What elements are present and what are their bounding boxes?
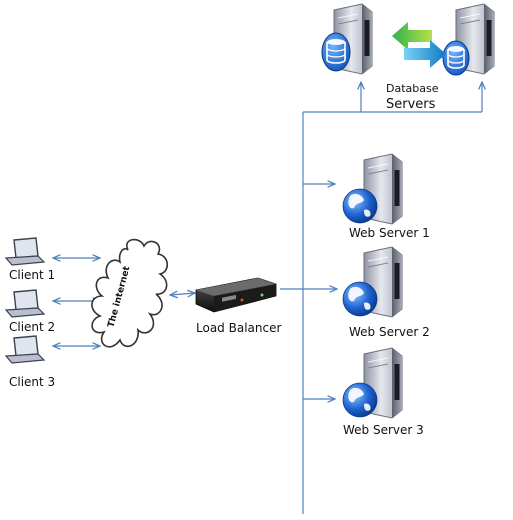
cloud-icon (91, 238, 169, 348)
sync-arrows-icon (392, 22, 446, 68)
client-3-label: Client 3 (9, 375, 56, 389)
internet-lb-connector (170, 293, 195, 295)
client-2-label: Client 2 (9, 320, 56, 334)
database-server-icon (321, 3, 373, 75)
laptop-icon (4, 335, 46, 364)
connectors (53, 82, 482, 514)
client-1-label: Client 1 (9, 268, 56, 282)
web-server-2-label: Web Server 2 (349, 325, 430, 339)
web-server-2-icon (342, 246, 403, 318)
laptop-icon (4, 237, 46, 266)
web-server-3-icon (342, 347, 403, 419)
web-server-1-icon (342, 153, 403, 225)
web-server-3-label: Web Server 3 (343, 423, 424, 437)
load-balancer-label: Load Balancer (196, 321, 282, 335)
database-label-line2: Servers (386, 97, 436, 112)
database-label-line1: Database (386, 82, 439, 95)
laptop-icon (4, 289, 46, 318)
database-server-icon (442, 3, 495, 76)
load-balancer-device-icon (195, 277, 277, 313)
web-server-1-label: Web Server 1 (349, 226, 430, 240)
